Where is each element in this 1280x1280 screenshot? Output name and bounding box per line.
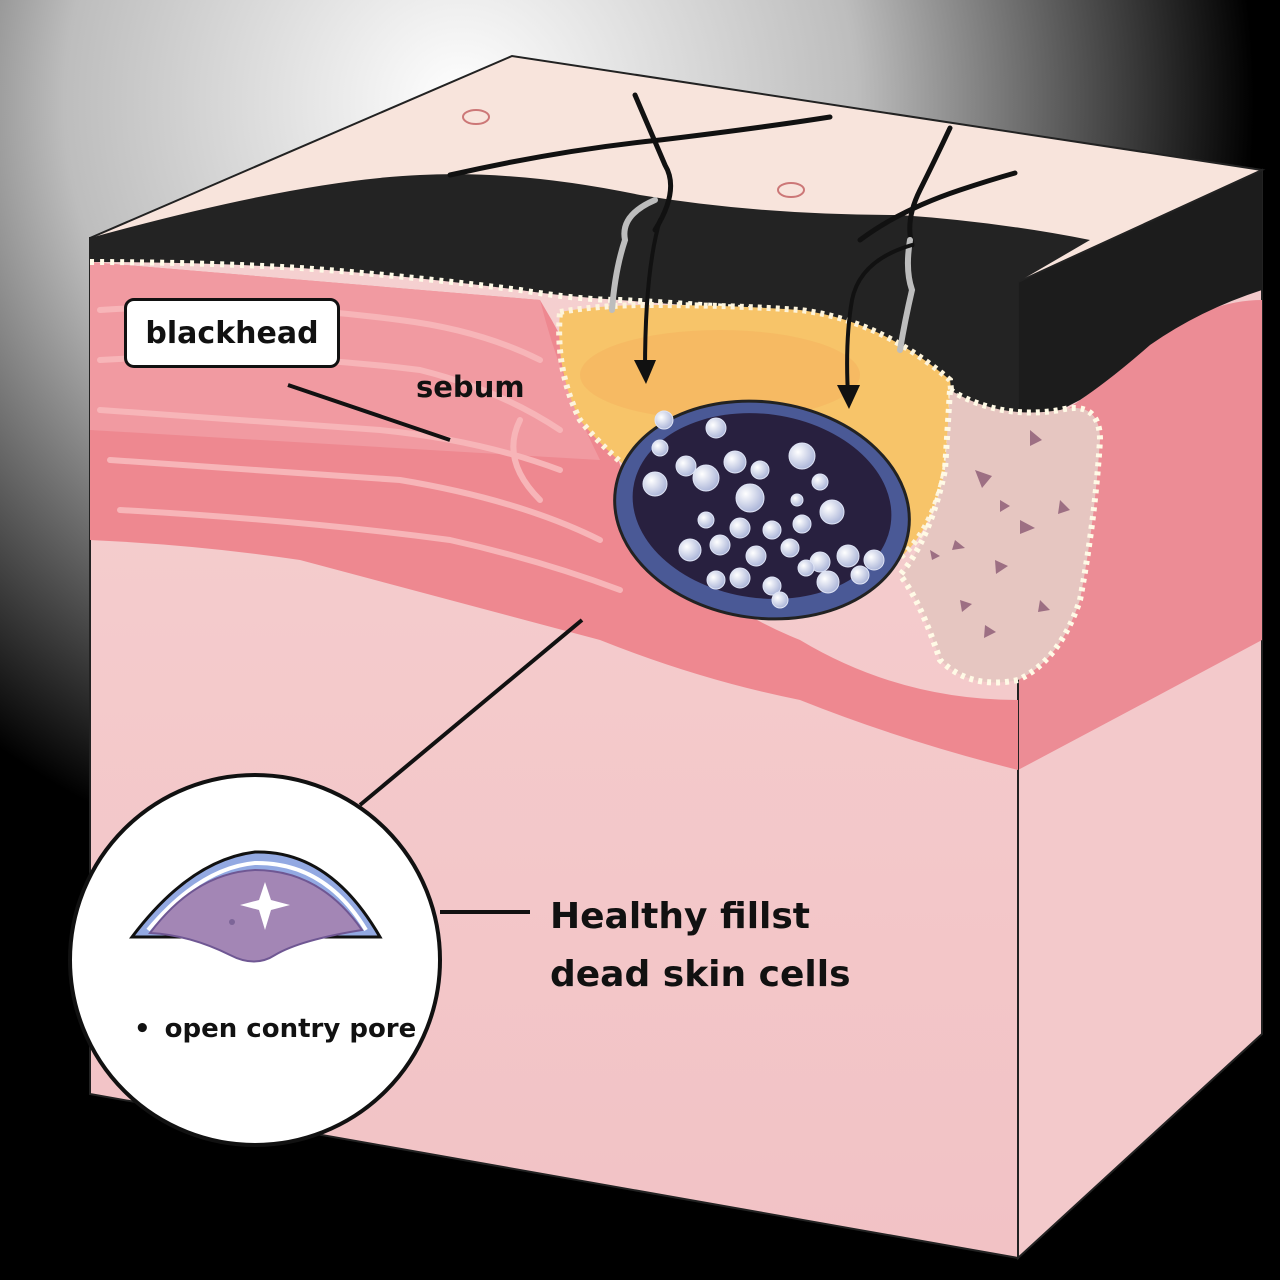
arrows [643, 218, 914, 397]
blackhead-label: blackhead [124, 298, 340, 368]
open-pore-core [148, 868, 364, 963]
arrow-head-left [634, 360, 656, 384]
pore-2 [777, 182, 805, 198]
blackhead-leader-line [287, 383, 451, 442]
main-label-line-1: Healthy fillst [550, 896, 811, 937]
open-pore-inner-line [146, 860, 368, 932]
arrow-head-right [837, 385, 860, 409]
dead-skin-cells-region [896, 384, 1104, 686]
main-label-line-2: dead skin cells [550, 954, 851, 995]
sparkle-icon [240, 882, 290, 930]
inset-label: • open contry pore [134, 1014, 416, 1044]
plug-bubbles [642, 410, 885, 609]
pore-1 [462, 109, 490, 125]
pore-speck [229, 919, 235, 925]
inset-label-text: open contry pore [164, 1014, 417, 1044]
dead-skin-flakes [930, 430, 1070, 638]
right-face-epidermis [1018, 170, 1262, 440]
hair-roots [609, 197, 916, 353]
bullet-icon: • [134, 1014, 151, 1044]
epidermis-dark-layer [90, 174, 1090, 440]
sebum-highlight [580, 330, 860, 420]
hair-strands [447, 92, 1018, 248]
inset-leader-line [358, 618, 584, 807]
sebum-label: sebum [416, 370, 525, 404]
main-label: Healthy fillst dead skin cells [550, 888, 851, 1004]
